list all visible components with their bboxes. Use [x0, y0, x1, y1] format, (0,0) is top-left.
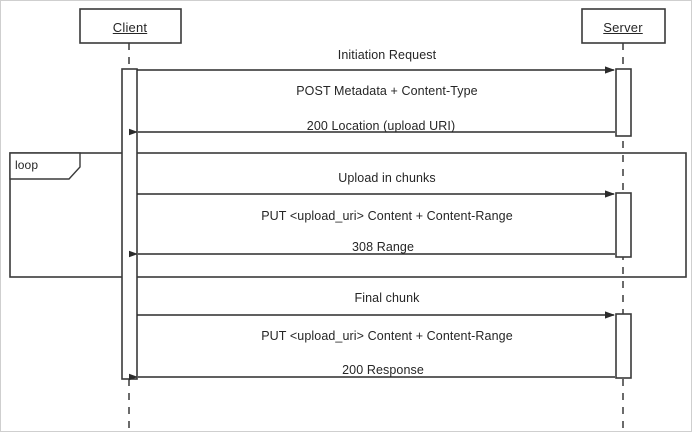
participant-box-server[interactable]	[581, 8, 666, 44]
fragment-loop	[9, 152, 687, 278]
note-upload-in-chunks: Upload in chunks	[338, 171, 436, 185]
note-initiation-request: Initiation Request	[337, 48, 437, 62]
participant-box-client[interactable]	[79, 8, 182, 44]
activation-bar-server-2	[615, 192, 632, 258]
message-label-put-chunk: PUT <upload_uri> Content + Content-Range	[261, 209, 513, 223]
message-label-post-metadata: POST Metadata + Content-Type	[296, 84, 478, 98]
fragment-operator-tab	[9, 152, 81, 180]
activation-bar-client	[121, 68, 138, 380]
fragment-label-loop: loop	[15, 158, 39, 172]
message-label-put-final: PUT <upload_uri> Content + Content-Range	[261, 329, 513, 343]
message-label-200-response: 200 Response	[342, 363, 424, 377]
activation-bar-server-3	[615, 313, 632, 379]
participant-label-client: Client	[112, 20, 148, 35]
activation-bar-server-1	[615, 68, 632, 137]
message-label-200-location: 200 Location (upload URI)	[306, 119, 456, 133]
note-final-chunk: Final chunk	[354, 291, 420, 305]
message-label-308-range: 308 Range	[351, 240, 415, 254]
participant-label-server: Server	[603, 20, 643, 35]
